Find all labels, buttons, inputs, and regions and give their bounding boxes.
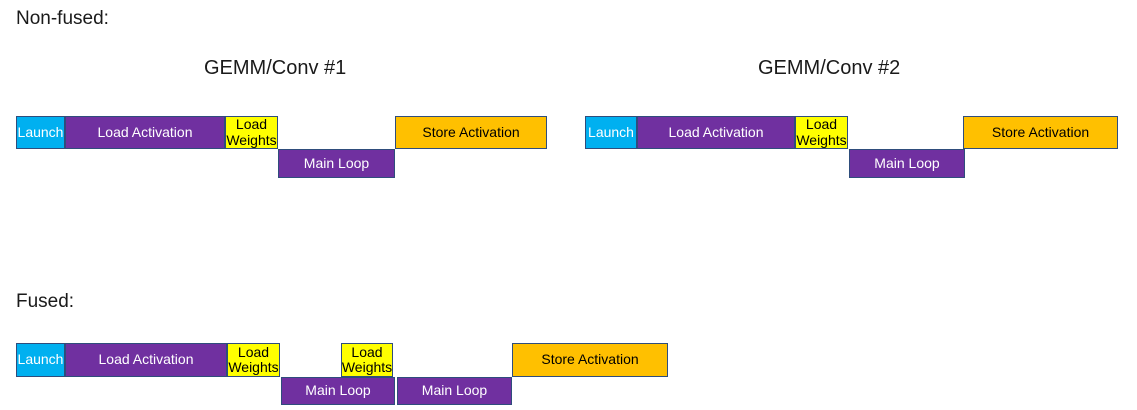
block-launch: Launch (585, 116, 637, 149)
block-launch: Launch (16, 116, 65, 149)
block-main-loop: Main Loop (849, 149, 965, 178)
block-load-activation: Load Activation (65, 343, 227, 377)
block-launch: Launch (16, 343, 65, 377)
block-load-activation: Load Activation (65, 116, 225, 149)
block-store-activation: Store Activation (512, 343, 668, 377)
block-load-activation: Load Activation (637, 116, 795, 149)
group-title-gemm-conv-1: GEMM/Conv #1 (204, 57, 347, 79)
block-main-loop: Main Loop (278, 149, 395, 178)
group-title-gemm-conv-2: GEMM/Conv #2 (758, 57, 901, 79)
block-store-activation: Store Activation (963, 116, 1118, 149)
block-store-activation: Store Activation (395, 116, 547, 149)
section-label-fused: Fused: (16, 291, 75, 312)
block-main-loop: Main Loop (397, 377, 512, 405)
section-label-non-fused: Non-fused: (16, 8, 109, 29)
block-load-weights: Load Weights (227, 343, 280, 377)
block-load-weights: Load Weights (341, 343, 393, 377)
block-main-loop: Main Loop (281, 377, 395, 405)
block-load-weights: Load Weights (225, 116, 278, 149)
block-load-weights: Load Weights (795, 116, 848, 149)
